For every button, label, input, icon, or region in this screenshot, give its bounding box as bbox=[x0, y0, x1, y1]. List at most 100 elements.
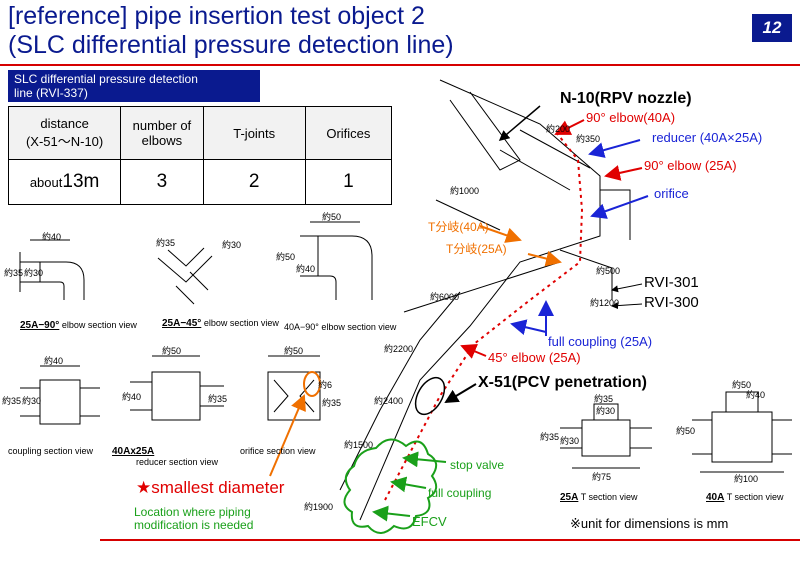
banner-line-1: SLC differential pressure detection bbox=[14, 72, 198, 86]
dim-label: 約35 bbox=[594, 394, 614, 404]
rvi301-label: RVI-301 bbox=[644, 274, 699, 291]
reducer-caption-text: reducer section view bbox=[136, 457, 219, 467]
orifice-drawing bbox=[267, 355, 321, 421]
page-number-badge: 12 bbox=[752, 14, 792, 42]
dim-label: 約40 bbox=[746, 390, 766, 400]
t-25a-drawing bbox=[560, 403, 652, 469]
page-title: [reference] pipe insertion test object 2… bbox=[8, 2, 454, 60]
dim-label: 約30 bbox=[24, 268, 44, 278]
dim-label: 約50 bbox=[322, 212, 342, 222]
modification-note-line-2: modification is needed bbox=[134, 518, 254, 532]
table-header-row: distance (X-51〜N-10) number of elbows T-… bbox=[7, 106, 393, 160]
dim-label: 約50 bbox=[676, 426, 696, 436]
x51-label: X-51(PCV penetration) bbox=[478, 374, 647, 391]
coupling-caption: coupling section view bbox=[8, 446, 94, 456]
header-elbows-line1: number of bbox=[132, 118, 192, 133]
banner-line-2: line (RVI-337) bbox=[14, 86, 88, 100]
line-banner: SLC differential pressure detection line… bbox=[8, 70, 260, 102]
dim-label: 約1000 bbox=[450, 186, 480, 196]
distance-value: 13m bbox=[62, 171, 100, 192]
header-distance-range: (X-51〜N-10) bbox=[25, 134, 104, 149]
dim-label: 約35 bbox=[208, 394, 228, 404]
dim-label: 約350 bbox=[576, 134, 601, 144]
dim-label: 約2200 bbox=[384, 344, 414, 354]
elbow-25a-90-drawing bbox=[19, 239, 85, 300]
distance-prefix: about bbox=[29, 175, 63, 190]
full-coupling-25a-label: full coupling (25A) bbox=[548, 334, 653, 349]
t-25a-code: 25A bbox=[560, 492, 579, 503]
orifice-label: orifice bbox=[654, 186, 689, 201]
dim-label: 約1200 bbox=[590, 298, 620, 308]
elbow-40a-90-drawing bbox=[300, 221, 373, 300]
stop-valve-label: stop valve bbox=[450, 458, 505, 472]
dim-label: 約30 bbox=[222, 240, 242, 250]
elbow-90-40a-label: 90° elbow(40A) bbox=[586, 110, 676, 125]
dim-label: 約30 bbox=[22, 396, 42, 406]
dim-label: 約6 bbox=[318, 380, 333, 390]
header-rule bbox=[0, 64, 800, 66]
elbow-25a-45-drawing bbox=[157, 247, 213, 305]
reducer-label: reducer (40A×25A) bbox=[652, 130, 763, 145]
elbow-25a-90-code: 25A−90° bbox=[20, 320, 60, 331]
n10-label: N-10(RPV nozzle) bbox=[560, 90, 692, 107]
dim-label: 約1500 bbox=[344, 440, 374, 450]
reducer-caption: 40Ax25A reducer section view bbox=[112, 446, 218, 467]
unit-note: ※unit for dimensions is mm bbox=[570, 516, 729, 531]
dim-label: 約30 bbox=[596, 406, 616, 416]
dim-label: 約1900 bbox=[304, 502, 334, 512]
modification-note: Location where piping modification is ne… bbox=[134, 506, 253, 532]
elbow-40a-90-caption: 40A−90° elbow section view bbox=[284, 322, 397, 332]
dim-label: 約40 bbox=[42, 232, 62, 242]
dim-label: 約40 bbox=[296, 264, 316, 274]
elbow-90-25a-label: 90° elbow (25A) bbox=[644, 158, 737, 173]
dim-label: 約35 bbox=[540, 432, 560, 442]
dim-label: 約200 bbox=[546, 124, 571, 134]
t-40a-caption-text: T section view bbox=[726, 492, 784, 502]
cell-tjoints: 2 bbox=[202, 159, 306, 205]
dim-label: 約500 bbox=[596, 266, 621, 276]
x51-marker bbox=[414, 376, 446, 416]
dim-label: 約35 bbox=[2, 396, 22, 406]
elbow-25a-90-caption-text: elbow section view bbox=[61, 320, 137, 330]
table-row: about13m 3 2 1 bbox=[7, 159, 393, 205]
header-elbows-line2: elbows bbox=[141, 133, 183, 148]
title-line-1: [reference] pipe insertion test object 2 bbox=[8, 2, 425, 30]
header-elbows: number of elbows bbox=[120, 106, 204, 160]
coupling-drawing bbox=[20, 365, 100, 425]
t-branch-25a-label: T分岐(25A) bbox=[446, 242, 507, 256]
header-orifices: Orifices bbox=[304, 106, 393, 160]
dim-label: 約100 bbox=[734, 474, 759, 484]
t-40a-code: 40A bbox=[706, 492, 725, 503]
reducer-drawing bbox=[130, 355, 224, 421]
dim-label: 約50 bbox=[276, 252, 296, 262]
header-distance: distance (X-51〜N-10) bbox=[7, 106, 122, 160]
elbow-25a-45-caption: 25A−45° elbow section view bbox=[162, 318, 279, 329]
route-dotted-line bbox=[384, 131, 584, 501]
rvi300-label: RVI-300 bbox=[644, 294, 699, 311]
dim-label: 約40 bbox=[122, 392, 142, 402]
efcv-label: EFCV bbox=[412, 514, 447, 529]
title-line-2: (SLC differential pressure detection lin… bbox=[8, 31, 454, 59]
dim-label: 約50 bbox=[284, 346, 304, 356]
dim-label: 約6000 bbox=[430, 292, 460, 302]
t-25a-caption-text: T section view bbox=[580, 492, 638, 502]
elbow-25a-90-caption: 25A−90° elbow section view bbox=[20, 320, 137, 331]
header-tjoints: T-joints bbox=[202, 106, 306, 160]
dim-label: 約35 bbox=[4, 268, 24, 278]
dim-label: 約30 bbox=[560, 436, 580, 446]
dim-label: 約35 bbox=[156, 238, 176, 248]
modification-cloud bbox=[343, 438, 438, 534]
elbow-45-25a-label: 45° elbow (25A) bbox=[488, 350, 581, 365]
orifice-caption: orifice section view bbox=[240, 446, 316, 456]
t-40a-drawing bbox=[692, 391, 792, 473]
dim-label: 約35 bbox=[322, 398, 342, 408]
t-branch-40a-label: T分岐(40A) bbox=[428, 220, 489, 234]
dim-label: 約50 bbox=[732, 380, 752, 390]
dim-label: 約40 bbox=[44, 356, 64, 366]
elbow-25a-45-code: 25A−45° bbox=[162, 318, 202, 329]
footer-rule bbox=[100, 539, 800, 541]
dim-label: 約75 bbox=[592, 472, 612, 482]
summary-table: distance (X-51〜N-10) number of elbows T-… bbox=[7, 106, 393, 205]
reducer-code: 40Ax25A bbox=[112, 446, 155, 457]
